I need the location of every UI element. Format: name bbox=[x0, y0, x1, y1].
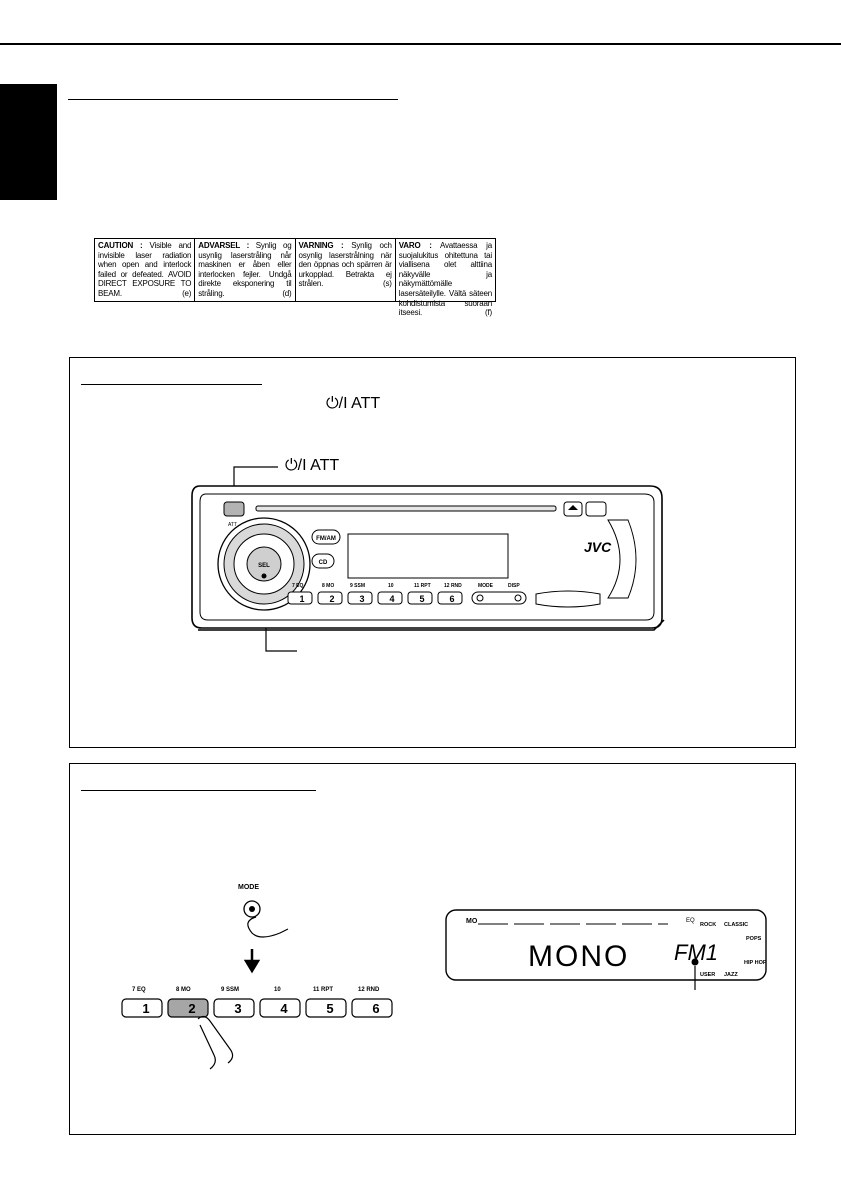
mo-indicator: MO bbox=[466, 918, 478, 925]
svg-text:6: 6 bbox=[372, 1001, 379, 1016]
svg-text:2: 2 bbox=[329, 594, 334, 604]
svg-text:MODE: MODE bbox=[478, 583, 494, 589]
preset-buttons[interactable] bbox=[287, 591, 463, 605]
seek-rocker[interactable] bbox=[535, 590, 601, 608]
sel-button[interactable] bbox=[246, 546, 282, 582]
preset-numbers: 1 2 3 4 5 6 bbox=[299, 594, 454, 604]
svg-text:9 SSM: 9 SSM bbox=[221, 987, 239, 993]
svg-text:11 RPT: 11 RPT bbox=[414, 583, 431, 589]
lcd-display: MO MONO FM1 EQ ROCK CLASSIC POPS HIP HOP… bbox=[445, 909, 767, 990]
up-down-rocker[interactable] bbox=[607, 519, 637, 599]
panel2-heading-underline bbox=[81, 790, 316, 791]
svg-text:6: 6 bbox=[449, 594, 454, 604]
svg-text:5: 5 bbox=[326, 1001, 333, 1016]
cd-button[interactable] bbox=[311, 553, 335, 569]
svg-text:4: 4 bbox=[280, 1001, 288, 1016]
svg-text:12 RND: 12 RND bbox=[444, 583, 462, 589]
svg-text:1: 1 bbox=[142, 1001, 149, 1016]
svg-text:11 RPT: 11 RPT bbox=[313, 987, 333, 993]
att-callout-label: ⏻/I ATT bbox=[285, 457, 340, 474]
panel-mono-mode: MODE 7 EQ 8 MO 9 SSM 10 11 RPT 12 RND 1 … bbox=[69, 763, 796, 1135]
svg-text:CLASSIC: CLASSIC bbox=[724, 922, 748, 928]
heading-underline bbox=[68, 99, 398, 100]
caution-cell-finnish: VARO : Avattaessa ja suojalukitus ohitet… bbox=[398, 241, 492, 318]
sel-label: SEL bbox=[258, 563, 270, 569]
mode-press-illustration: MODE 7 EQ 8 MO 9 SSM 10 11 RPT 12 RND 1 … bbox=[121, 884, 393, 1070]
svg-text:9 SSM: 9 SSM bbox=[350, 583, 365, 589]
svg-text:4: 4 bbox=[389, 594, 394, 604]
finger-press-icon bbox=[197, 1015, 234, 1070]
mode-disp-bar[interactable] bbox=[471, 591, 527, 605]
eq-mode-ring: ROCK CLASSIC POPS HIP HOP USER JAZZ bbox=[700, 922, 767, 978]
svg-text:10: 10 bbox=[388, 583, 394, 589]
panel2-preset-buttons[interactable] bbox=[121, 998, 393, 1018]
caution-cell-english: CAUTION : Visible and invisible laser ra… bbox=[95, 239, 196, 301]
cd-label: CD bbox=[319, 560, 328, 566]
att-button[interactable] bbox=[223, 501, 245, 517]
mode-label: MODE bbox=[238, 884, 259, 891]
display-window bbox=[347, 533, 509, 579]
svg-text:7 EQ: 7 EQ bbox=[132, 987, 146, 993]
fm-am-button[interactable] bbox=[311, 529, 341, 545]
panel1-heading-underline bbox=[81, 384, 262, 385]
caution-cell-swedish: VARNING : Synlig och osynlig laserstråln… bbox=[296, 239, 396, 301]
panel2-preset-numbers: 1 2 3 4 5 6 bbox=[142, 1001, 379, 1016]
tp-pty-button[interactable] bbox=[585, 501, 607, 517]
fm-am-label: FM/AM bbox=[316, 536, 336, 542]
preset-label-row: 7 EQ 8 MO 9 SSM 10 11 RPT 12 RND MODE DI… bbox=[292, 583, 520, 589]
panel-power-attenuator: ⏻/I ATT ⏻/I ATT SEL ATT FM/AM bbox=[69, 357, 796, 748]
svg-text:POPS: POPS bbox=[746, 936, 762, 942]
svg-text:2: 2 bbox=[188, 1001, 195, 1016]
laser-caution-label: CAUTION : Visible and invisible laser ra… bbox=[94, 238, 496, 318]
jvc-logo: JVC bbox=[584, 539, 612, 555]
svg-text:3: 3 bbox=[359, 594, 364, 604]
svg-text:DISP: DISP bbox=[508, 583, 520, 589]
finger-icon bbox=[247, 916, 289, 938]
svg-text:ROCK: ROCK bbox=[700, 922, 716, 928]
top-rule bbox=[0, 43, 841, 45]
svg-text:5: 5 bbox=[419, 594, 424, 604]
car-stereo-unit: SEL ATT FM/AM CD JVC 7 EQ 8 MO 9 SSM 10 … bbox=[191, 485, 665, 631]
svg-text:8 MO: 8 MO bbox=[322, 583, 334, 589]
svg-text:10: 10 bbox=[274, 987, 281, 993]
power-icon: ⏻/I bbox=[326, 395, 348, 412]
display-main-text: MONO bbox=[528, 940, 629, 973]
power-icon: ⏻/I bbox=[285, 457, 307, 474]
eq-indicator: EQ bbox=[686, 918, 695, 924]
panel2-label-row: 7 EQ 8 MO 9 SSM 10 11 RPT 12 RND bbox=[132, 987, 380, 993]
eject-icon bbox=[568, 505, 578, 510]
svg-text:JAZZ: JAZZ bbox=[724, 972, 738, 978]
att-small-label: ATT bbox=[228, 522, 237, 528]
svg-text:8 MO: 8 MO bbox=[176, 987, 191, 993]
down-arrow-icon bbox=[243, 949, 261, 974]
language-tab bbox=[0, 84, 57, 200]
svg-text:12 RND: 12 RND bbox=[358, 987, 380, 993]
caution-cell-danish: ADVARSEL : Synlig og usynlig laserstråli… bbox=[195, 239, 296, 301]
svg-text:1: 1 bbox=[299, 594, 304, 604]
svg-text:3: 3 bbox=[234, 1001, 241, 1016]
svg-text:USER: USER bbox=[700, 972, 715, 978]
svg-text:HIP HOP: HIP HOP bbox=[744, 960, 767, 966]
svg-text:7 EQ: 7 EQ bbox=[292, 583, 304, 589]
att-inline-label: ⏻/I ATT bbox=[326, 395, 381, 412]
